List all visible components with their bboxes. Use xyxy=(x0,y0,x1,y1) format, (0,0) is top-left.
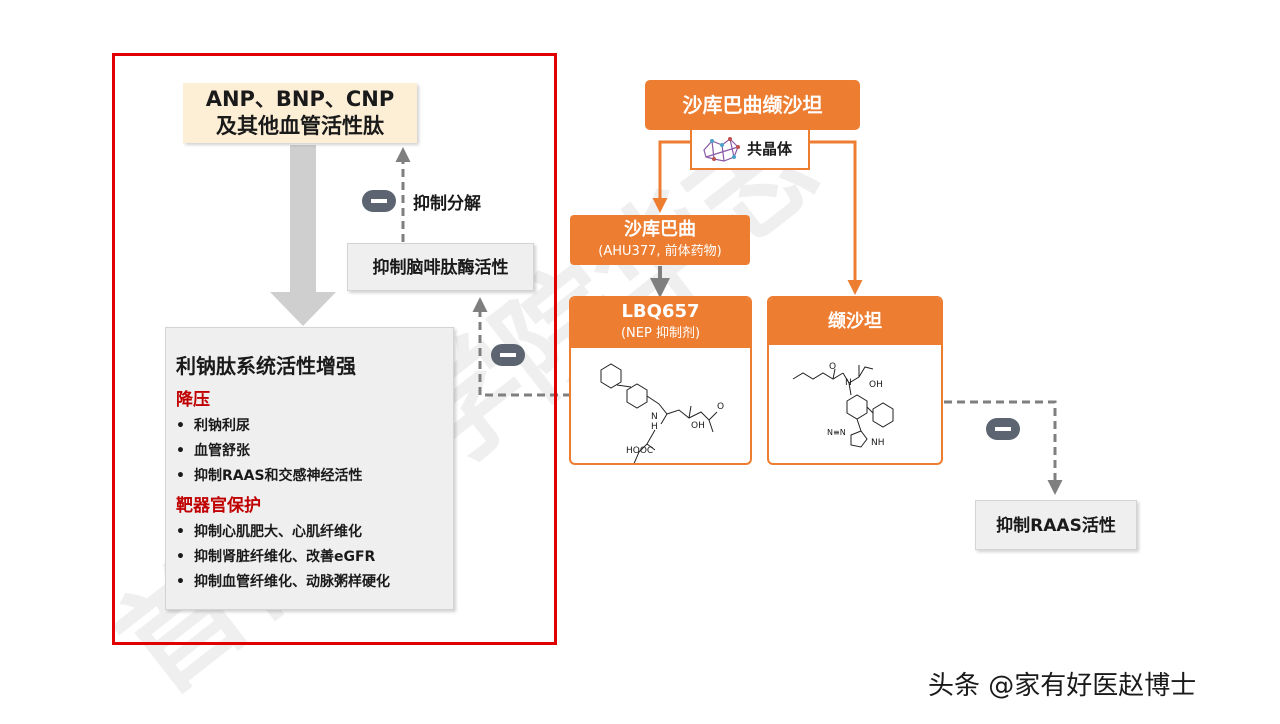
valsartan-header: 缬沙坦 xyxy=(769,298,941,345)
structure-label: NH xyxy=(871,438,885,448)
list-item: •利钠利尿 xyxy=(176,418,250,434)
lbq657-header: LBQ657 (NEP 抑制剂) xyxy=(571,298,750,348)
peptides-line1: ANP、BNP、CNP xyxy=(205,87,395,111)
sacubitril-name: 沙库巴曲 xyxy=(624,219,696,240)
lbq657-card: LBQ657 (NEP 抑制剂) O OH N H HOOC xyxy=(569,296,752,465)
list-item: •抑制RAAS和交感神经活性 xyxy=(176,468,363,484)
structure-label: OH xyxy=(691,421,705,431)
structure-label: N xyxy=(651,412,658,422)
list-item: •抑制肾脏纤维化、改善eGFR xyxy=(176,549,376,565)
section-organ-title: 靶器官保护 xyxy=(176,496,261,516)
structure-label: N xyxy=(845,378,852,388)
valsartan-to-raas-arrow xyxy=(944,400,1063,495)
drug-to-sacubitril-arrow xyxy=(652,140,690,213)
lbq657-sub: (NEP 抑制剂) xyxy=(620,326,701,341)
inhibit-degradation-label: 抑制分解 xyxy=(413,194,481,214)
list-item: •抑制血管纤维化、动脉粥样硬化 xyxy=(176,574,390,590)
structure-label: O xyxy=(829,362,837,372)
minus-icon xyxy=(986,418,1020,440)
valsartan-name: 缬沙坦 xyxy=(828,311,882,332)
inhibit-nep-box: 抑制脑啡肽酶活性 xyxy=(347,243,534,291)
minus-icon xyxy=(362,190,396,212)
drug-box: 沙库巴曲缬沙坦 xyxy=(645,80,860,130)
footer-attribution: 头条 @家有好医赵博士 xyxy=(928,671,1197,701)
sacubitril-sub: (AHU377, 前体药物) xyxy=(598,244,722,259)
lbq657-structure xyxy=(600,363,718,463)
structure-label: HOOC xyxy=(626,446,654,456)
natriuretic-box: 利钠肽系统活性增强 降压 •利钠利尿 •血管舒张 •抑制RAAS和交感神经活性 … xyxy=(165,327,454,610)
valsartan-card: 缬沙坦 N O OH N≡N NH xyxy=(767,296,943,465)
peptides-box: ANP、BNP、CNP 及其他血管活性肽 xyxy=(183,83,417,143)
peptides-line2: 及其他血管活性肽 xyxy=(216,114,384,138)
big-down-arrow xyxy=(270,145,336,326)
lbq-to-inhibit-arrow xyxy=(472,297,571,397)
section-bp-title: 降压 xyxy=(176,390,210,410)
list-item: •血管舒张 xyxy=(176,443,250,459)
drug-to-valsartan-arrow xyxy=(810,140,863,295)
lbq657-name: LBQ657 xyxy=(621,301,700,322)
cocrystal-label: 共晶体 xyxy=(747,140,793,158)
minus-icon xyxy=(491,344,525,366)
sacubitril-box: 沙库巴曲 (AHU377, 前体药物) xyxy=(570,215,750,265)
structure-label: OH xyxy=(869,380,883,390)
valsartan-structure xyxy=(792,365,894,448)
cocrystal-box: 共晶体 xyxy=(690,130,810,170)
highlight-frame xyxy=(112,53,557,645)
structure-label: H xyxy=(651,422,658,432)
natriuretic-title: 利钠肽系统活性增强 xyxy=(176,354,356,378)
inhibit-raas-box: 抑制RAAS活性 xyxy=(975,500,1137,550)
list-item: •抑制心肌肥大、心肌纤维化 xyxy=(176,524,362,540)
structure-label: O xyxy=(717,402,725,412)
structure-label: N≡N xyxy=(827,428,846,437)
crystal-icon xyxy=(703,137,740,162)
